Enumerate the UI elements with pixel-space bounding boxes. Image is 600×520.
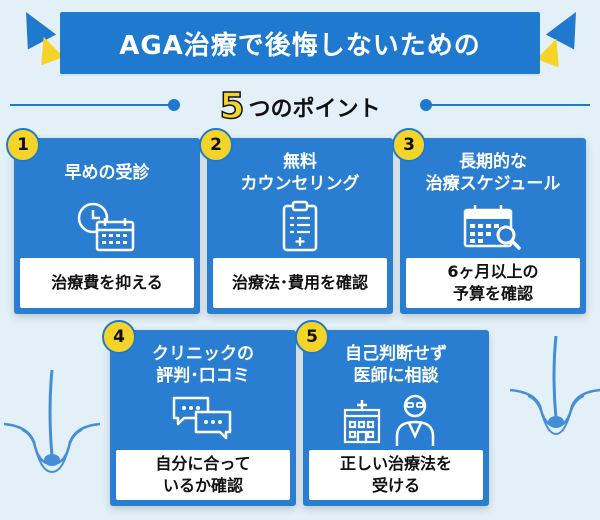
hair-follicle-icon xyxy=(510,335,600,436)
point-number-badge: 5 xyxy=(295,320,329,354)
point-heading: 無料 カウンセリング xyxy=(240,152,360,194)
doctor-hospital-icon xyxy=(343,394,435,446)
calendar-search-icon xyxy=(463,205,521,250)
clipboard-checklist-icon xyxy=(282,200,318,252)
point-result: 6ヶ月以上の 予算を確認 xyxy=(406,258,580,308)
point-card-1: 1 早めの受診 治療費を抑える xyxy=(6,128,200,314)
subtitle-number: 5 xyxy=(219,86,246,127)
point-card-5: 5 自己判断せず 医師に相談 正しい治療法を 受ける xyxy=(295,320,489,506)
point-heading: 自己判断せず 医師に相談 xyxy=(345,344,447,386)
point-card-3: 3 長期的な 治療スケジュール 6ヶ月以上の 予算を確認 xyxy=(392,128,586,314)
point-heading: 早めの受診 xyxy=(64,163,150,183)
point-number-badge: 4 xyxy=(102,320,136,354)
subtitle: 5 つのポイント xyxy=(175,84,425,127)
divider-line xyxy=(10,104,175,106)
point-number-badge: 2 xyxy=(199,128,233,162)
point-result: 正しい治療法を 受ける xyxy=(309,450,483,500)
point-result: 自分に合って いるか確認 xyxy=(116,450,290,500)
point-heading: 長期的な 治療スケジュール xyxy=(425,152,561,194)
point-result: 治療法･費用を確認 xyxy=(213,258,387,308)
divider-line xyxy=(425,104,590,106)
point-card-4: 4 クリニックの 評判･口コミ 自分に合って いるか確認 xyxy=(102,320,296,506)
subtitle-text: つのポイント xyxy=(248,97,381,122)
hair-follicle-icon xyxy=(4,370,100,474)
title-banner xyxy=(60,12,540,74)
point-result: 治療費を抑える xyxy=(20,258,194,308)
page-title: AGA治療で後悔しないための xyxy=(119,30,481,61)
point-number-badge: 1 xyxy=(6,128,40,162)
point-heading: クリニックの 評判･口コミ xyxy=(152,344,254,386)
chat-bubbles-icon xyxy=(172,396,232,440)
calendar-clock-icon xyxy=(77,202,135,252)
divider-dot xyxy=(168,99,180,111)
point-card-2: 2 無料 カウンセリング 治療法･費用を確認 xyxy=(199,128,393,314)
divider-dot xyxy=(420,99,432,111)
point-number-badge: 3 xyxy=(392,128,426,162)
